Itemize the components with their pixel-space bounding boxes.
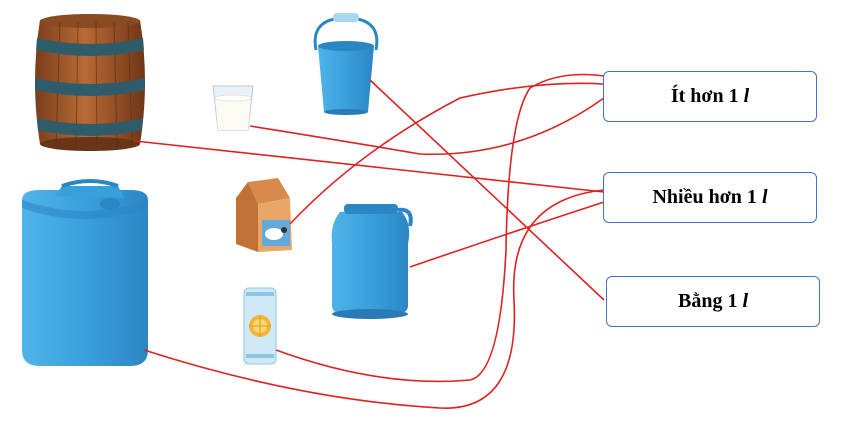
- label-unit: l: [742, 290, 749, 312]
- label-unit: l: [743, 85, 750, 107]
- juice-can-icon[interactable]: [243, 287, 277, 365]
- connection-line: [369, 79, 605, 301]
- connection-line: [289, 82, 605, 225]
- label-text: Bằng 1: [677, 290, 738, 312]
- small-bucket-icon[interactable]: [313, 13, 379, 115]
- milk-churn-icon[interactable]: [331, 204, 413, 319]
- connection-line: [143, 189, 605, 409]
- connection-line: [275, 73, 605, 383]
- label-unit: l: [761, 186, 768, 208]
- connection-line: [409, 201, 605, 268]
- wooden-barrel-icon[interactable]: [35, 14, 145, 151]
- water-container-icon[interactable]: [22, 179, 148, 366]
- label-text: Ít hơn 1: [670, 85, 739, 107]
- milk-carton-icon[interactable]: [236, 178, 292, 252]
- glass-of-milk-icon[interactable]: [212, 85, 254, 131]
- connection-line: [249, 97, 605, 156]
- label-text: Nhiều hơn 1: [652, 186, 757, 208]
- connection-line: [134, 140, 605, 193]
